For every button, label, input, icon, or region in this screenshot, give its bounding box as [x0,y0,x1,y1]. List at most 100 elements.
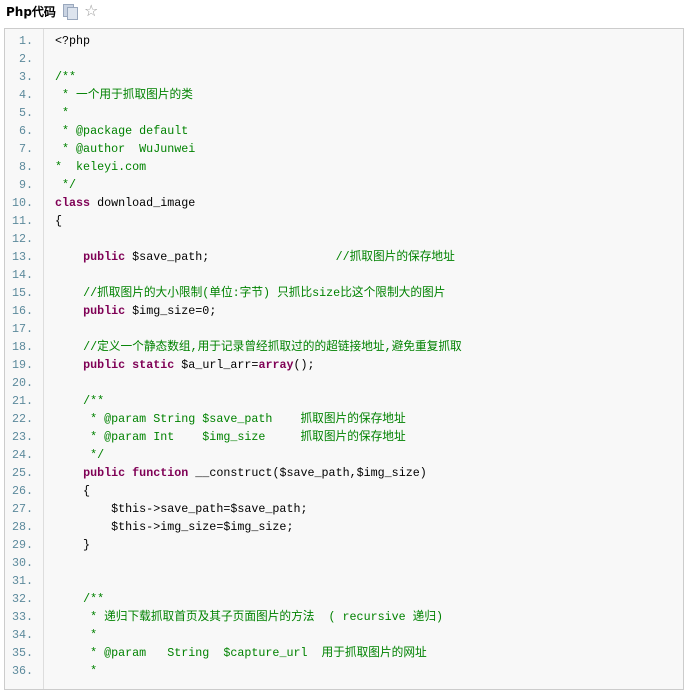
line-number: 12. [11,232,33,246]
code-token [55,412,83,426]
comment-token: * [83,664,98,678]
copy-icon[interactable] [62,3,78,20]
keyword-token: static [132,358,175,372]
code-line: 14. [5,266,683,284]
comment-token: * keleyi.com [55,160,147,174]
line-number: 14. [11,268,33,282]
code-line: 23. * @param Int $img_size 抓取图片的保存地址 [5,428,683,446]
line-number: 28. [11,520,33,534]
code-text: public function __construct($save_path,$… [55,464,427,482]
code-token [55,646,83,660]
code-language-title: Php代码 [6,4,56,19]
keyword-token: function [132,466,189,480]
line-number: 17. [11,322,33,336]
line-number: 16. [11,304,33,318]
code-token: download_image [90,196,196,210]
code-text: public static $a_url_arr=array(); [55,356,315,374]
code-line: 22. * @param String $save_path 抓取图片的保存地址 [5,410,683,428]
code-line: 2. [5,50,683,68]
line-number: 5. [18,106,33,120]
code-line: 9. */ [5,176,683,194]
keyword-token: public [83,358,126,372]
line-number: 11. [11,214,33,228]
line-number: 18. [11,340,33,354]
code-text: $this->img_size=$img_size; [55,518,293,536]
code-line: 8. * keleyi.com [5,158,683,176]
line-number: 1. [18,34,33,48]
line-number: 23. [11,430,33,444]
code-token: { [55,484,91,498]
keyword-token: public [83,466,126,480]
code-text: */ [55,446,104,464]
line-number: 22. [11,412,33,426]
line-number: 20. [11,376,33,390]
code-line: 28. $this->img_size=$img_size; [5,518,683,536]
line-number: 32. [11,592,33,606]
line-number: 15. [11,286,33,300]
code-token [55,358,83,372]
code-text: /** [55,590,104,608]
comment-token: //抓取图片的保存地址 [335,250,455,264]
code-line: 29. } [5,536,683,554]
code-token: } [55,538,91,552]
code-line: 18. //定义一个静态数组,用于记录曾经抓取过的的超链接地址,避免重复抓取 [5,338,683,356]
line-number: 19. [11,358,33,372]
comment-token: * [55,106,70,120]
code-text: * @package default [55,122,188,140]
line-number: 21. [11,394,33,408]
code-text: //定义一个静态数组,用于记录曾经抓取过的的超链接地址,避免重复抓取 [55,338,462,356]
comment-token: */ [55,178,77,192]
code-text: public $img_size=0; [55,302,216,320]
code-text: * @author WuJunwei [55,140,195,158]
comment-token: * @package default [55,124,189,138]
keyword-token: class [55,196,91,210]
code-token [55,610,83,624]
code-line: 24. */ [5,446,683,464]
code-line: 19. public static $a_url_arr=array(); [5,356,683,374]
line-number: 31. [11,574,33,588]
code-line: 16. public $img_size=0; [5,302,683,320]
code-text: * 递归下载抓取首页及其子页面图片的方法 ( recursive 递归) [55,608,443,626]
code-token: $img_size=0; [125,304,217,318]
code-text: public $save_path; //抓取图片的保存地址 [55,248,455,266]
line-number: 8. [18,160,33,174]
code-token [55,466,83,480]
line-number: 24. [11,448,33,462]
code-line: 25. public function __construct($save_pa… [5,464,683,482]
keyword-token: array [258,358,294,372]
code-line: 20. [5,374,683,392]
code-line: 3./** [5,68,683,86]
code-text: <?php [55,32,90,50]
code-token [55,304,83,318]
code-line: 7. * @author WuJunwei [5,140,683,158]
line-number: 35. [11,646,33,660]
line-number: 29. [11,538,33,552]
code-line: 6. * @package default [5,122,683,140]
comment-token: * 一个用于抓取图片的类 [55,88,193,102]
code-text: { [55,482,90,500]
code-text: /** [55,392,104,410]
code-block-header: Php代码 ☆ [6,1,100,21]
line-number: 2. [18,52,33,66]
code-token: $save_path; [125,250,336,264]
comment-token: /** [83,592,105,606]
code-text: */ [55,176,76,194]
code-line: 35. * @param String $capture_url 用于抓取图片的… [5,644,683,662]
code-token: $a_url_arr= [174,358,259,372]
code-text: class download_image [55,194,195,212]
code-line: 26. { [5,482,683,500]
code-token [55,628,83,642]
code-text: * @param String $capture_url 用于抓取图片的网址 [55,644,427,662]
code-text: * @param Int $img_size 抓取图片的保存地址 [55,428,406,446]
code-line: 1. <?php [5,32,683,50]
line-number: 7. [18,142,33,156]
line-number: 34. [11,628,33,642]
code-text: * 一个用于抓取图片的类 [55,86,193,104]
code-token [55,286,83,300]
line-number: 33. [11,610,33,624]
line-number: 36. [11,664,33,678]
code-line: 5. * [5,104,683,122]
comment-token: * [83,628,98,642]
code-line: 36. * [5,662,683,680]
star-icon[interactable]: ☆ [83,1,99,20]
